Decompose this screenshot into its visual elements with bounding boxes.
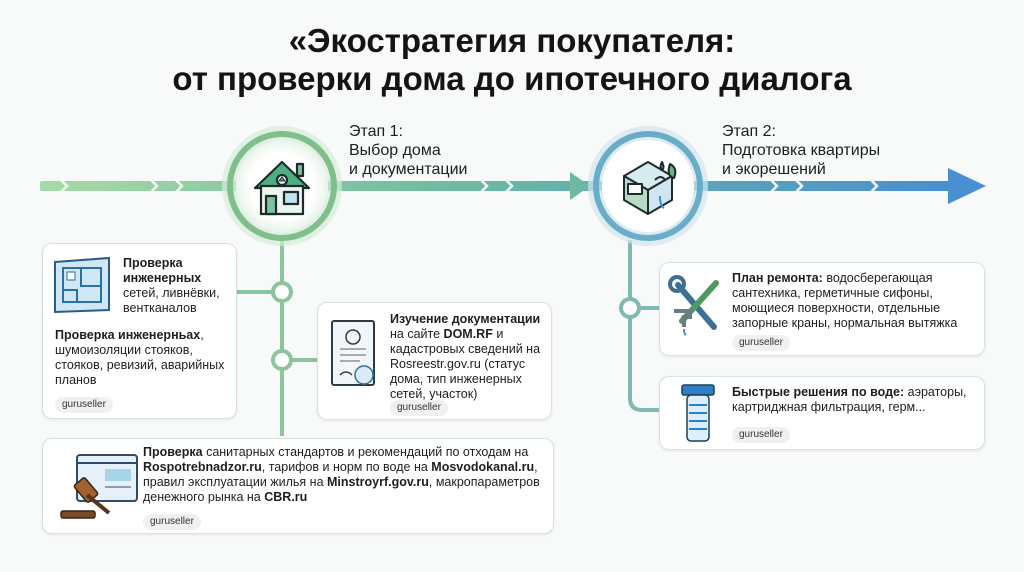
stage1-label-line1: Этап 1:: [349, 123, 403, 140]
bathroom-icon: [623, 161, 677, 215]
rospotrebnadzor-link[interactable]: Rospotrebnadzor.ru: [143, 460, 262, 474]
stage2-label-line1: Этап 2:: [722, 123, 776, 140]
card-water-solutions: Быстрые решения по воде: аэраторы, картр…: [659, 376, 985, 450]
water-text: аэраторы, картриджная фильтрация, герм..…: [732, 385, 967, 414]
documents-title: Изучение документации: [390, 312, 541, 326]
standards-text1: санитарных стандартов и рекомендаций по …: [206, 445, 529, 459]
minstroy-link[interactable]: Minstroyrf.gov.ru: [327, 475, 429, 489]
source-tag[interactable]: guruseller: [143, 514, 201, 530]
title-line-2: от проверки дома до ипотечного диалога: [172, 60, 852, 97]
connector-node: [619, 297, 641, 319]
stage1-connectors: [236, 240, 318, 436]
water-title: Быстрые решения по воде:: [732, 385, 905, 399]
source-tag[interactable]: guruseller: [390, 400, 448, 416]
stage1-label-line3: и документации: [349, 161, 468, 178]
standards-text2: , тарифов и норм по воде на: [261, 460, 428, 474]
engineering-title2: Проверка инженерньах: [55, 328, 201, 342]
standards-text3: , правил эксплуатации жилья на: [143, 460, 538, 489]
source-tag[interactable]: guruseller: [732, 335, 790, 351]
water-filter-icon: [681, 384, 715, 442]
arrow-chevrons: [59, 178, 879, 194]
repair-text: водосберегающая сантехника, герметичные …: [732, 271, 958, 330]
document-seal-icon: [331, 320, 375, 386]
repair-title: План ремонта:: [732, 271, 823, 285]
tools-icon: [668, 275, 719, 336]
domrf-link[interactable]: DOM.RF: [443, 327, 493, 341]
connector-node: [271, 349, 293, 371]
title-line-1: «Экостратегия покупателя:: [288, 22, 736, 59]
cbr-link[interactable]: CBR.ru: [264, 490, 308, 504]
source-tag[interactable]: guruseller: [55, 397, 113, 413]
card-documentation: Изучение документации на сайте DOM.RF и …: [317, 302, 552, 420]
gavel-icon: [60, 454, 138, 519]
standards-text4: , макропараметров денежного рынка на: [143, 475, 540, 504]
card-engineering-check: Проверка инженерных сетей, ливнёвки, вен…: [42, 243, 237, 419]
source-tag[interactable]: guruseller: [732, 427, 790, 443]
engineering-title: Проверка инженерных: [123, 256, 202, 285]
stage2-label: Этап 2: Подготовка квартиры и экорешений: [722, 122, 880, 179]
stage2-connectors: [628, 240, 660, 412]
standards-title: Проверка: [143, 445, 203, 459]
page-title: «Экостратегия покупателя: от проверки до…: [0, 22, 1024, 98]
floor-plan-icon: [54, 256, 110, 314]
stage2-label-line2: Подготовка квартиры: [722, 142, 881, 159]
documents-text2: и кадастровых сведений на Rosreestr.gov.…: [390, 327, 541, 401]
house-icon: [253, 160, 311, 216]
engineering-text1: сетей, ливнёвки, вентканалов: [123, 286, 220, 315]
card-standards-check: Проверка санитарных стандартов и рекомен…: [42, 438, 554, 534]
mosvodokanal-link[interactable]: Mosvodokanal.ru: [431, 460, 535, 474]
stage1-label-line2: Выбор дома: [349, 142, 441, 159]
stage1-label: Этап 1: Выбор дома и документации: [349, 122, 467, 179]
stage2-label-line3: и экорешений: [722, 161, 826, 178]
documents-text1: на сайте: [390, 327, 441, 341]
card-repair-plan: План ремонта: водосберегающая сантехника…: [659, 262, 985, 356]
engineering-text2: , шумоизоляции стояков, стояков, ревизий…: [55, 328, 225, 387]
connector-node: [271, 281, 293, 303]
